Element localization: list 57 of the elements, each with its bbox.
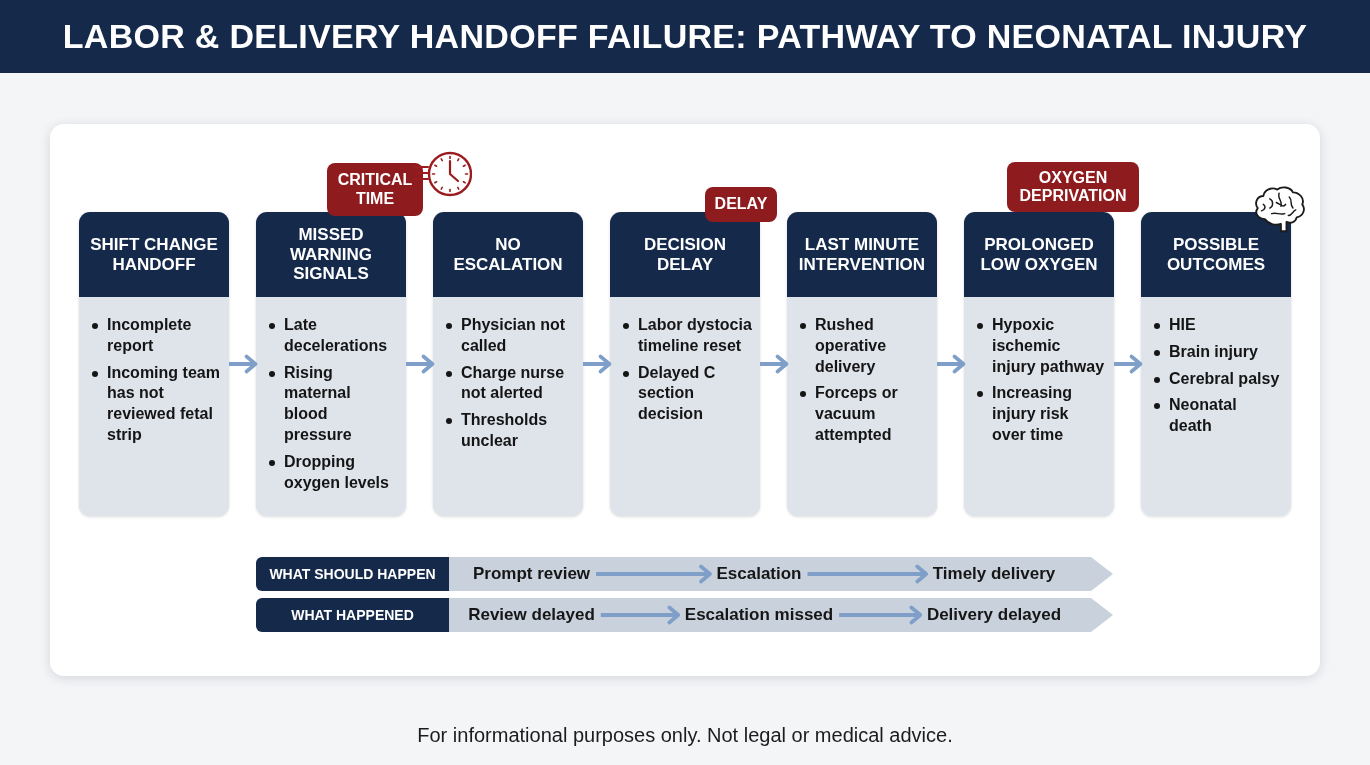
stage-card bbox=[79, 212, 229, 516]
arrow bbox=[937, 354, 966, 374]
bullet-text: Rushed operative delivery bbox=[815, 315, 888, 377]
stage-card bbox=[433, 212, 583, 516]
arrow bbox=[406, 354, 435, 374]
bullet-text: Labor dystocia timeline reset bbox=[638, 315, 752, 356]
bullet-text: Neonatal death bbox=[1169, 395, 1238, 437]
arrow bbox=[807, 564, 928, 584]
bullet-text: Hypoxic ischemic injury pathway bbox=[992, 315, 1106, 377]
stage-heading: POSSIBLE OUTCOMES bbox=[1141, 212, 1291, 297]
bullet-text: Incoming team has not reviewed fetal strip bbox=[107, 362, 221, 445]
alert-badge: OXYGEN DEPRIVATION bbox=[1007, 162, 1139, 212]
chevron-band bbox=[449, 598, 1113, 632]
row-label: WHAT HAPPENED bbox=[256, 598, 449, 632]
step-text: Delivery delayed bbox=[926, 605, 1062, 625]
arrow bbox=[229, 354, 258, 374]
arrow bbox=[760, 354, 789, 374]
bullet-text: Physician not called bbox=[461, 315, 567, 356]
stage-card bbox=[256, 212, 406, 516]
footer-note: For informational purposes only. Not legal or medical advice. bbox=[417, 724, 953, 747]
step-text: Prompt review bbox=[472, 564, 591, 584]
bullet-text: Incomplete report bbox=[107, 315, 193, 356]
stage-heading: NO ESCALATION bbox=[433, 212, 583, 297]
bullet-text: Brain injury bbox=[1169, 341, 1258, 362]
alert-badge: DELAY bbox=[705, 187, 777, 222]
bullet-text: Late decelerations bbox=[284, 315, 389, 356]
bullet-text: Dropping oxygen levels bbox=[284, 451, 390, 493]
alert-badge: CRITICAL TIME bbox=[327, 163, 423, 216]
step-text: Review delayed bbox=[468, 605, 595, 625]
arrow bbox=[839, 605, 923, 625]
arrow bbox=[596, 564, 712, 584]
arrow bbox=[583, 354, 612, 374]
step-text: Escalation bbox=[716, 564, 802, 584]
bullet-text: Increasing injury risk over time bbox=[992, 383, 1074, 445]
bullet-text: Rising maternal blood pressure bbox=[284, 362, 353, 445]
bullet-text: Delayed C section decision bbox=[638, 362, 717, 425]
stage-card bbox=[964, 212, 1114, 516]
stage-card bbox=[610, 212, 760, 516]
stage-card bbox=[1141, 212, 1291, 516]
step-text: Timely delivery bbox=[932, 564, 1056, 584]
row-label: WHAT SHOULD HAPPEN bbox=[256, 557, 449, 591]
bullet-text: Charge nurse not alerted bbox=[461, 362, 566, 404]
stage-heading: LAST MINUTE INTERVENTION bbox=[787, 212, 937, 297]
step-text: Escalation missed bbox=[684, 605, 834, 625]
bullet-text: Forceps or vacuum attempted bbox=[815, 383, 899, 445]
stage-card bbox=[787, 212, 937, 516]
stage-heading: SHIFT CHANGE HANDOFF bbox=[79, 212, 229, 297]
title-banner: LABOR & DELIVERY HANDOFF FAILURE: PATHWAY TO NEONATAL INJURY bbox=[0, 0, 1370, 73]
arrow bbox=[1114, 354, 1143, 374]
bullet-text: Cerebral palsy bbox=[1169, 368, 1280, 389]
bullet-text: Thresholds unclear bbox=[461, 410, 549, 451]
stage-heading: DECISION DELAY bbox=[610, 212, 760, 297]
chevron-band bbox=[449, 557, 1113, 591]
arrow bbox=[600, 605, 681, 625]
bullet-text: HIE bbox=[1169, 315, 1196, 335]
stage-heading: PROLONGED LOW OXYGEN bbox=[964, 212, 1114, 297]
stage-heading: MISSED WARNING SIGNALS bbox=[256, 212, 406, 297]
